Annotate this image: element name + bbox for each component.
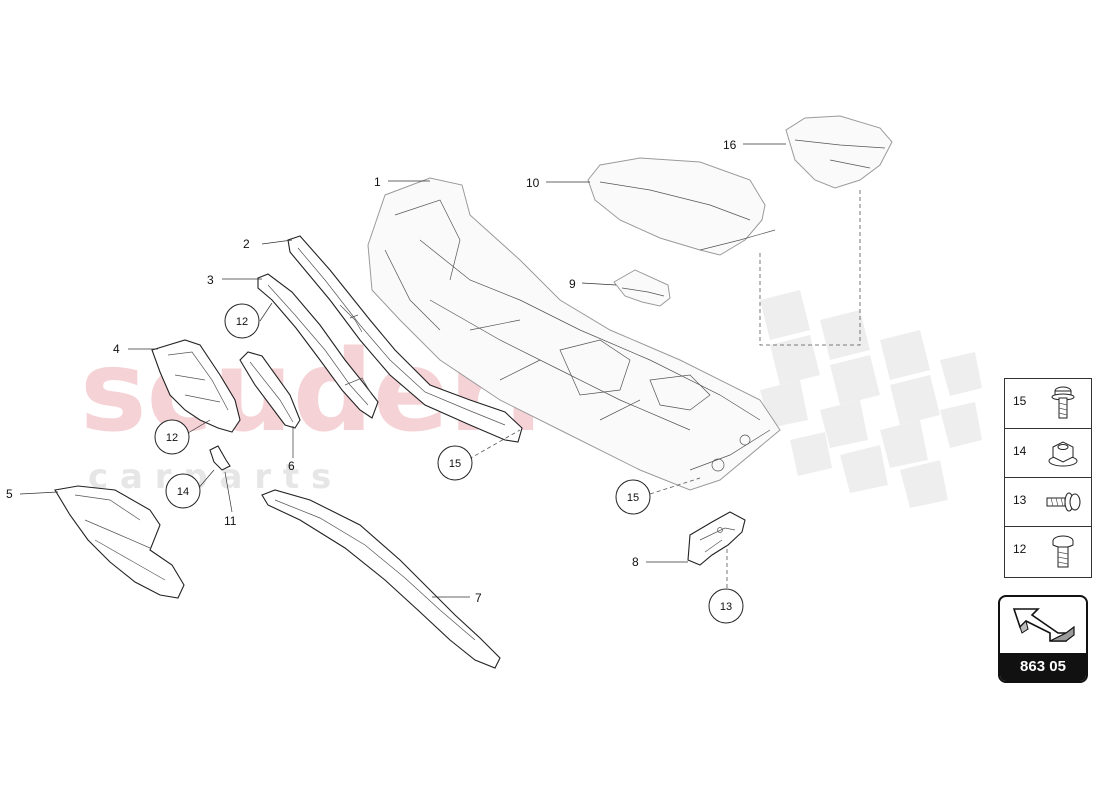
- svg-text:13: 13: [720, 601, 732, 613]
- legend-number: 14: [1013, 444, 1027, 458]
- legend-row-13: 13: [1005, 477, 1091, 526]
- legend-number: 13: [1013, 493, 1027, 507]
- part-9-small-bracket: [613, 269, 671, 307]
- circled-ref-12-upper: 12: [224, 303, 260, 339]
- flange-nut-icon: [1048, 441, 1078, 467]
- callout-6: 6: [288, 459, 295, 473]
- circled-ref-13: 13: [708, 588, 744, 624]
- watermark-subtext: c a r p a r t s: [88, 457, 331, 497]
- callout-2: 2: [243, 237, 250, 251]
- circled-ref-15-right: 15: [615, 479, 651, 515]
- svg-text:15: 15: [449, 458, 461, 470]
- callout-10: 10: [526, 176, 540, 190]
- diagram-reference-label: 863 05: [1000, 653, 1086, 681]
- legend-row-15: 15: [1005, 379, 1091, 428]
- legend-number: 15: [1013, 394, 1027, 408]
- callout-11: 11: [224, 514, 237, 528]
- part-7-lower-trim: [261, 489, 501, 669]
- part-1-console-frame: [367, 177, 781, 491]
- svg-text:12: 12: [166, 432, 178, 444]
- direction-arrow-icon: [1012, 608, 1075, 642]
- callout-8: 8: [632, 555, 639, 569]
- pan-head-screw-icon: [1052, 535, 1074, 568]
- part-8-bracket: [687, 511, 746, 566]
- circled-ref-14: 14: [165, 473, 201, 509]
- callout-1: 1: [374, 175, 381, 189]
- leader-lines: [19, 143, 786, 598]
- callout-16: 16: [723, 138, 737, 152]
- diagram-reference-box: 863 05: [998, 595, 1088, 683]
- part-2-trim-strip: [287, 235, 523, 443]
- part-16-armrest-pad: [785, 115, 893, 189]
- svg-text:15: 15: [627, 492, 639, 504]
- checkered-flag-watermark: [760, 290, 982, 508]
- part-6-insert-strip: [239, 351, 301, 429]
- short-bolt-icon: [1046, 492, 1081, 512]
- legend-row-12: 12: [1005, 526, 1091, 575]
- part-11-clip: [209, 445, 231, 471]
- dashed-alignment-lines: [468, 190, 861, 588]
- part-3-trim-strip: [257, 273, 379, 419]
- legend-number: 12: [1013, 542, 1027, 556]
- part-5-side-cover: [54, 485, 185, 599]
- circled-ref-15-left: 15: [437, 445, 473, 481]
- flange-bolt-icon: [1051, 386, 1075, 419]
- callout-4: 4: [113, 342, 120, 356]
- callout-9: 9: [569, 277, 576, 291]
- part-10-armrest-lid: [587, 157, 776, 256]
- part-4-side-panel: [151, 339, 241, 433]
- circled-ref-12-lower: 12: [154, 419, 190, 455]
- svg-text:14: 14: [177, 486, 189, 498]
- legend-row-14: 14: [1005, 428, 1091, 477]
- fastener-legend: 15 14 13 12: [1004, 378, 1092, 578]
- callout-3: 3: [207, 273, 214, 287]
- svg-text:12: 12: [236, 316, 248, 328]
- callout-5: 5: [6, 487, 13, 501]
- callout-7: 7: [475, 591, 482, 605]
